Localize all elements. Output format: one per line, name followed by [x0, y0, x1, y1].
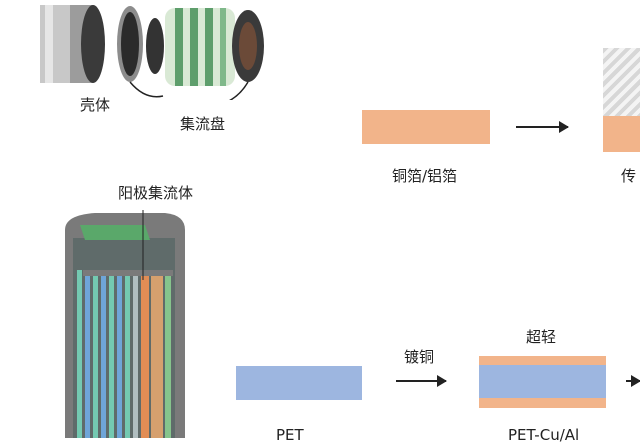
shell-label: 壳体 — [80, 96, 111, 114]
pet-bar — [236, 366, 362, 400]
battery-components-illustration — [40, 5, 264, 100]
foil-bar — [362, 110, 490, 144]
foil-texture-image — [603, 48, 640, 116]
pet-label: PET — [276, 426, 304, 444]
arrow-right-3 — [626, 375, 640, 387]
composite-top-metal-layer — [479, 356, 606, 365]
traditional-foil-bar — [603, 116, 640, 152]
collector-disc-image — [117, 6, 164, 82]
cylindrical-cell-cross-section-image — [65, 210, 185, 438]
collector-disc-label: 集流盘 — [180, 115, 226, 133]
arrow-right-1 — [516, 121, 569, 133]
composite-bottom-metal-layer — [479, 398, 606, 408]
shell-can-image — [40, 5, 105, 83]
copper-plating-label: 镀铜 — [404, 348, 435, 366]
arrow-right-2 — [396, 375, 447, 387]
foil-label: 铜箔/铝箔 — [392, 167, 458, 185]
composite-pet-core — [479, 365, 606, 398]
anode-collector-label: 阳极集流体 — [118, 184, 194, 202]
jelly-roll-image — [165, 8, 264, 86]
pet-cu-al-composite — [479, 356, 606, 408]
ultralight-label: 超轻 — [526, 328, 557, 346]
traditional-label: 传 — [621, 167, 637, 185]
pet-cu-al-label: PET-Cu/Al — [508, 426, 580, 444]
